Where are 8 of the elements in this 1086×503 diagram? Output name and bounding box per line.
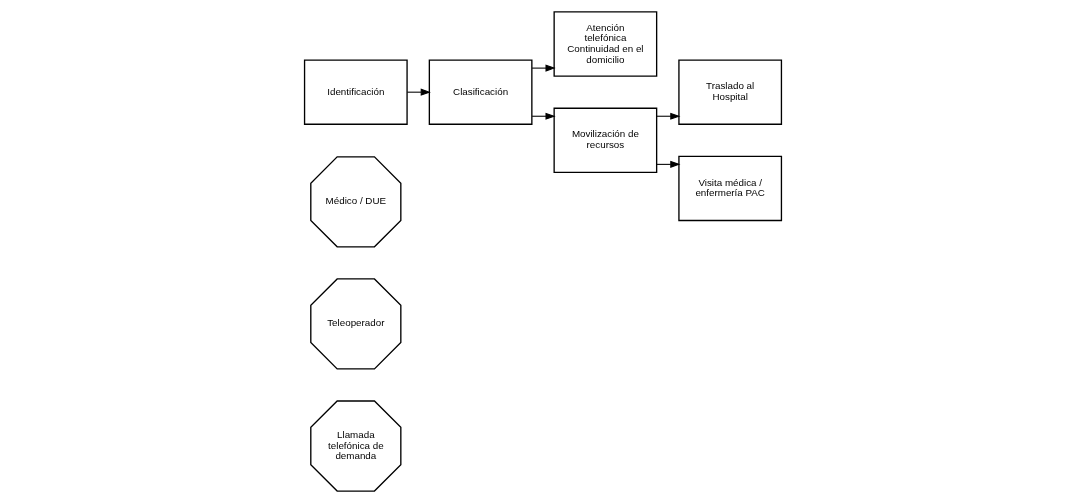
- node-box: Movilización de recursos: [553, 107, 658, 174]
- arrow: [406, 88, 431, 96]
- node-box: Visita médica / enfermería PAC: [678, 155, 783, 222]
- node-box: Atención telefónica Continuidad en el domicilio: [553, 11, 658, 77]
- node-box: Identificación: [303, 59, 408, 125]
- node-box: Clasificación: [428, 59, 533, 125]
- node-box: Traslado al Hospital: [678, 59, 783, 125]
- arrow: [531, 64, 556, 72]
